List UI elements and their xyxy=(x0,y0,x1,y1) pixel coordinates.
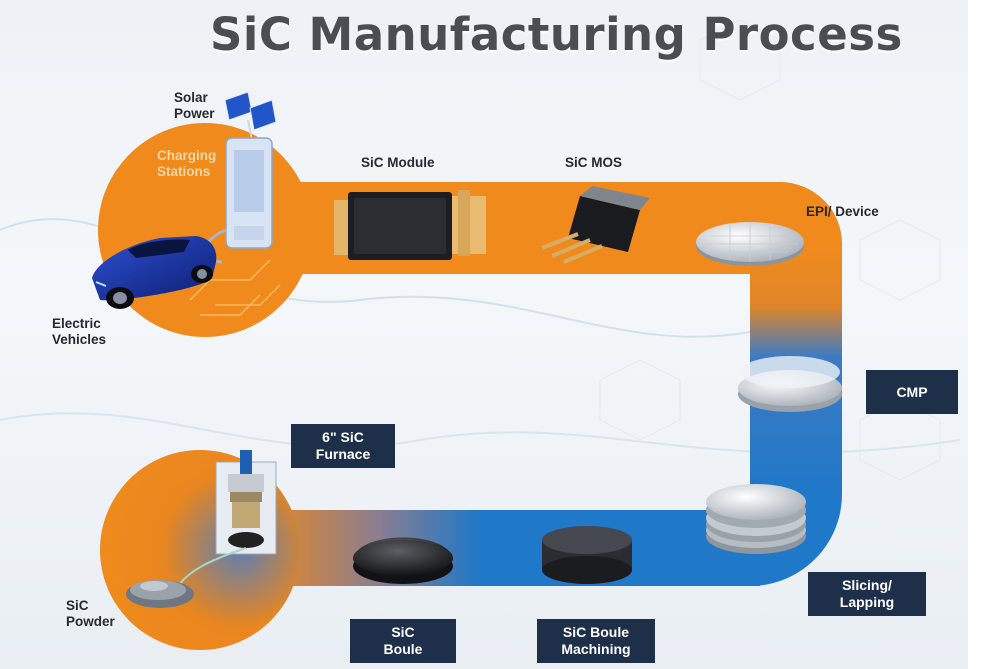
label-electric-vehicles: Electric Vehicles xyxy=(52,316,107,347)
sic-boule-machining-text: SiC Boule Machining xyxy=(561,624,631,657)
machined-boule-icon xyxy=(542,526,632,584)
slicing-lapping-text: Slicing/ Lapping xyxy=(839,577,895,610)
label-cmp: CMP xyxy=(866,370,958,414)
cmp-wafer-icon xyxy=(738,356,842,412)
label-sic-mos: SiC MOS xyxy=(565,155,623,170)
label-sic-boule: SiC Boule xyxy=(350,619,456,663)
boule-icon xyxy=(353,537,453,584)
sic-powder-icon xyxy=(126,580,194,608)
sliced-wafers-icon xyxy=(706,484,806,554)
sic-boule-text: SiC Boule xyxy=(383,624,423,657)
sic-mos-icon xyxy=(541,186,650,264)
label-sic-boule-machining: SiC Boule Machining xyxy=(537,619,655,663)
solar-panel-icon xyxy=(224,91,277,141)
label-solar-power: Solar Power xyxy=(174,90,215,121)
label-charging-stations: Charging Stations xyxy=(157,148,217,179)
sic-module-icon xyxy=(334,190,486,260)
label-epi-device: EPI/ Device xyxy=(806,204,879,219)
page-title: SiC Manufacturing Process xyxy=(210,8,903,61)
label-sic-powder: SiC Powder xyxy=(66,598,115,629)
label-sic-module: SiC Module xyxy=(361,155,435,170)
epi-wafer-icon xyxy=(696,222,804,266)
electric-car-icon xyxy=(92,236,217,309)
furnace-text: 6" SiC Furnace xyxy=(315,429,371,462)
right-edge-strip xyxy=(968,0,981,669)
label-slicing-lapping: Slicing/ Lapping xyxy=(808,572,926,616)
label-furnace: 6" SiC Furnace xyxy=(291,424,395,468)
cmp-text: CMP xyxy=(896,383,928,400)
furnace-icon xyxy=(215,450,277,555)
